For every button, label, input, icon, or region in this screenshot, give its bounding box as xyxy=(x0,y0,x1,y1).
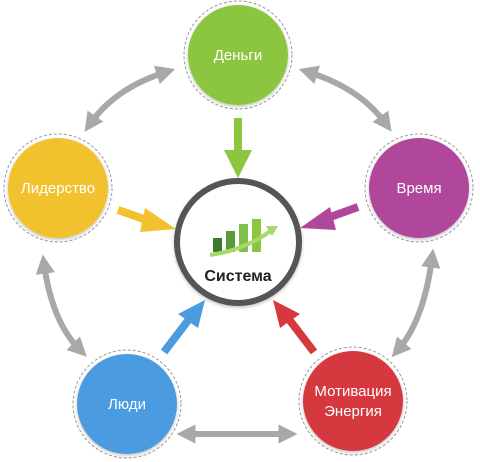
node-people-label: Люди xyxy=(108,396,146,413)
arrow-motivation-to-center xyxy=(273,300,318,355)
node-money-label: Деньги xyxy=(214,47,262,64)
connector-time-motivation xyxy=(391,248,441,358)
node-leadership: Лидерство xyxy=(3,133,113,243)
node-time: Время xyxy=(364,133,474,243)
node-leadership-label: Лидерство xyxy=(21,180,95,197)
connectors xyxy=(35,65,441,444)
arrow-leadership-to-center xyxy=(116,206,176,232)
connector-money-time xyxy=(298,65,392,132)
center-label: Система xyxy=(204,268,271,285)
connector-money-leadership xyxy=(84,65,176,132)
connector-leadership-people xyxy=(35,254,87,357)
inward-arrows xyxy=(116,118,360,355)
node-money: Деньги xyxy=(183,0,293,110)
node-motivation: Мотивация Энергия xyxy=(298,346,408,456)
node-motivation-label-2: Энергия xyxy=(324,403,382,420)
growth-chart-icon xyxy=(209,219,278,257)
node-people: Люди xyxy=(72,349,182,459)
arrow-time-to-center xyxy=(300,203,360,230)
arrow-money-to-center xyxy=(224,118,252,178)
center-node: Система xyxy=(174,178,302,306)
node-motivation-label: Мотивация xyxy=(314,383,391,400)
arrow-people-to-center xyxy=(160,300,205,355)
node-time-label: Время xyxy=(396,180,441,197)
